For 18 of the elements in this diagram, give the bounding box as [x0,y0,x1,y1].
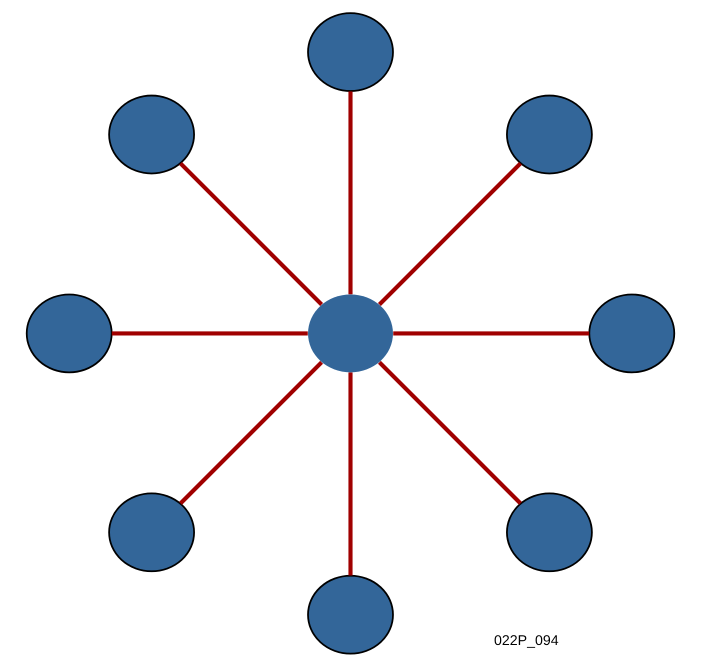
node-ellipse [108,94,195,174]
label: 022P_094 [494,633,559,650]
node-ellipse [506,492,593,572]
node-ellipse [26,294,113,374]
connector [348,91,353,294]
connector [179,162,324,306]
connector [378,162,522,306]
connector [378,360,522,505]
connector [393,331,590,336]
node-ellipse [108,492,195,572]
node-ellipse [307,574,394,655]
connector [348,372,353,576]
connector [112,331,308,336]
connector [179,360,324,505]
node-ellipse [506,94,593,174]
node-ellipse [588,294,676,374]
node-ellipse [307,12,394,92]
node-ellipse [308,294,393,372]
